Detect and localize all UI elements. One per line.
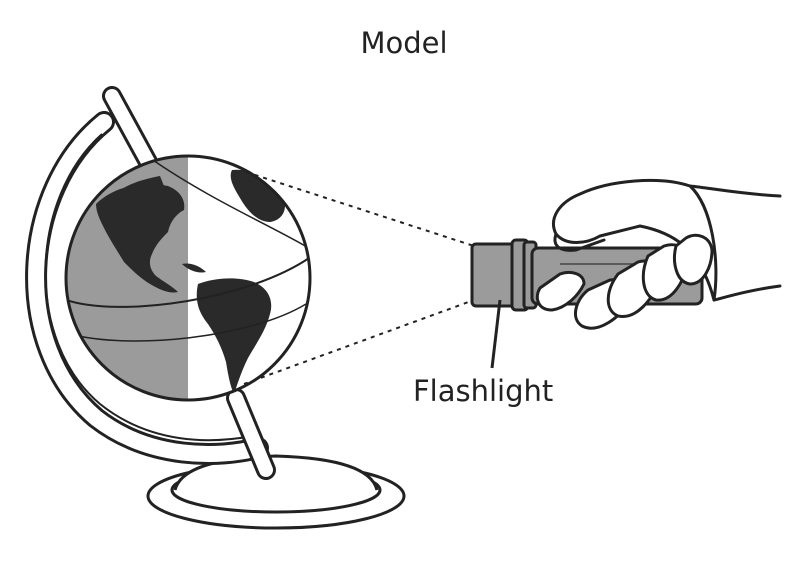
globe-base: [146, 454, 406, 530]
globe: [64, 154, 312, 402]
flashlight-leader-line: [490, 299, 502, 369]
meridian-arc: [25, 111, 269, 466]
flashlight-label: Flashlight: [413, 374, 554, 408]
diagram-title: Model: [360, 26, 448, 60]
south-america-landmass: [196, 278, 272, 394]
greenland-landmass: [230, 169, 285, 222]
north-america-landmass: [96, 184, 185, 293]
light-rays: [243, 171, 475, 385]
hand: [535, 178, 782, 330]
globe-axis: [102, 86, 276, 480]
